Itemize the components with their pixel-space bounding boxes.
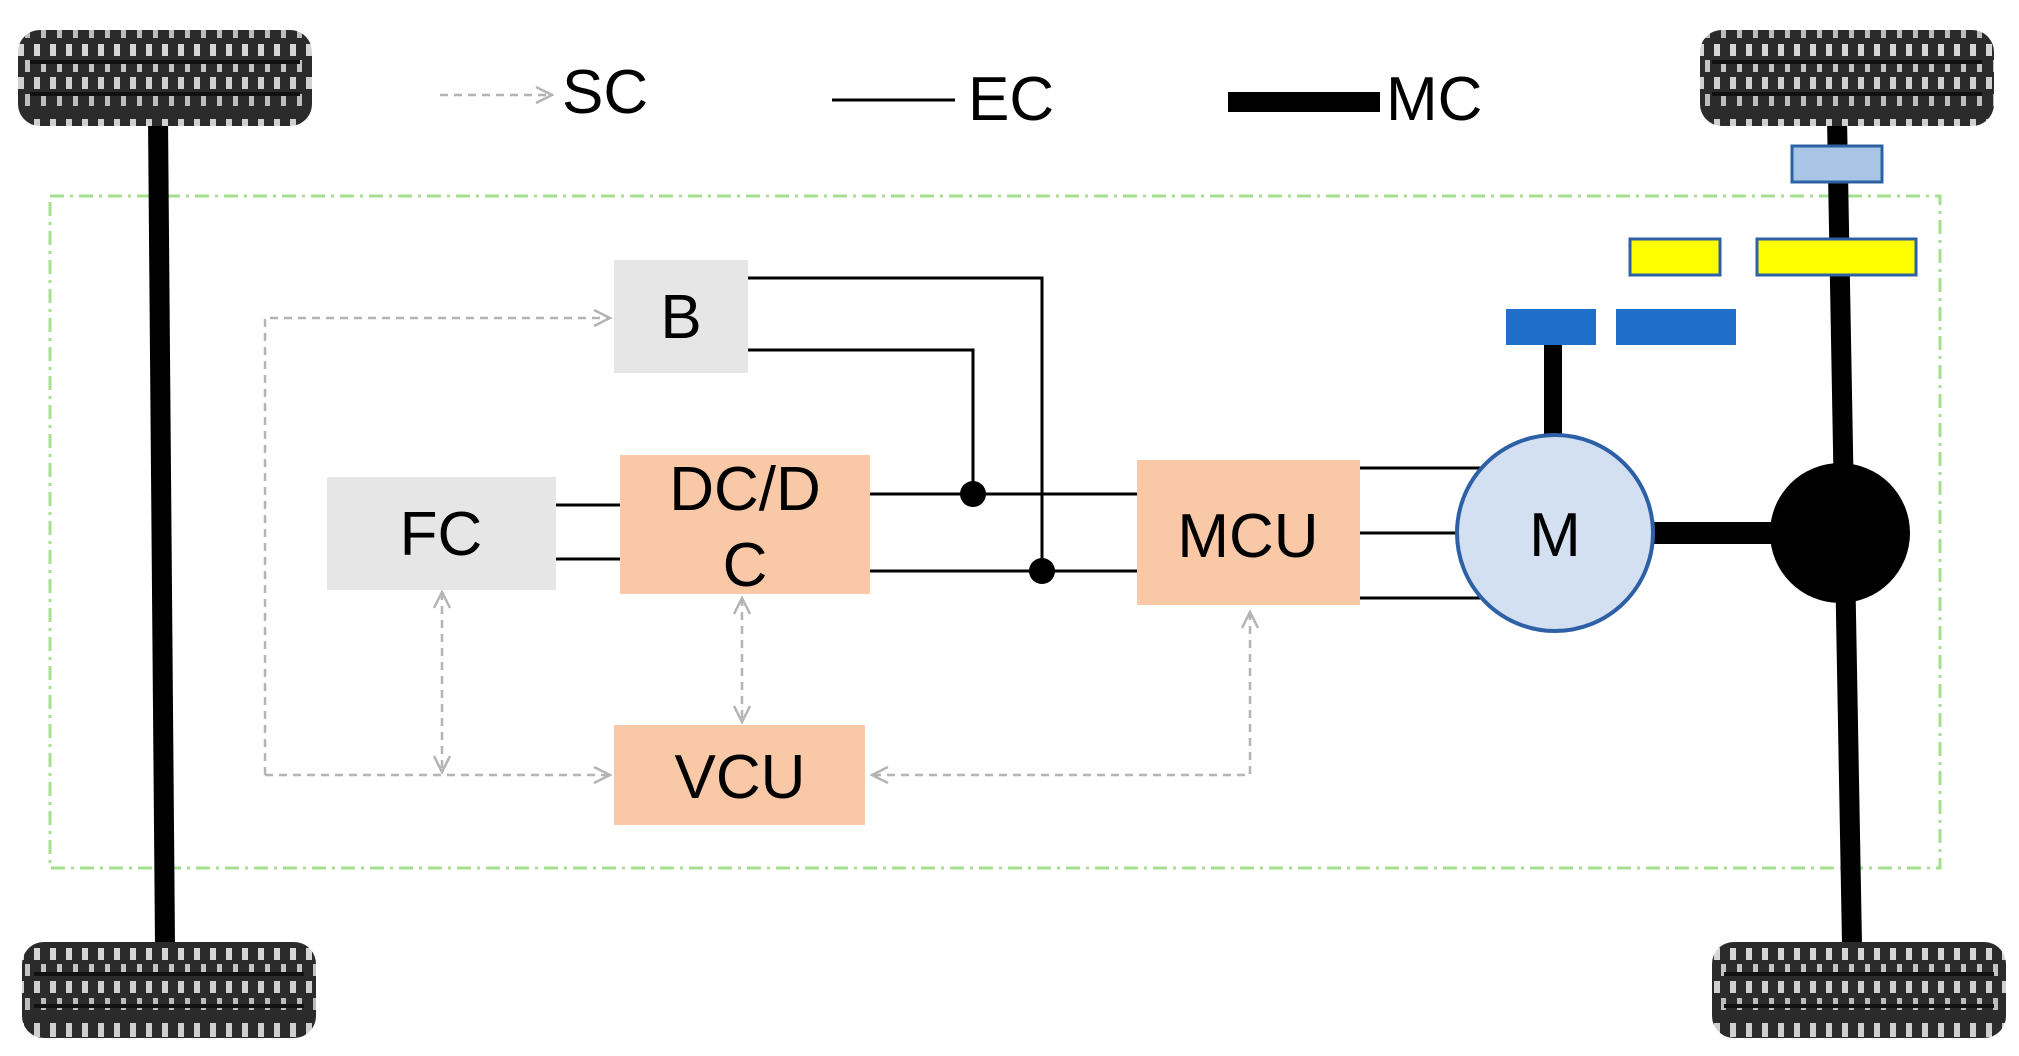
motor: M bbox=[1455, 433, 1655, 633]
motor-label: M bbox=[1529, 501, 1581, 570]
wire-battery-bottom bbox=[748, 348, 975, 494]
fuel-cell-label: FC bbox=[400, 500, 483, 569]
fuel-cell-block: FC bbox=[327, 477, 556, 590]
junction-dot-bottom bbox=[1029, 558, 1055, 584]
differential bbox=[1770, 463, 1910, 603]
vcu-label: VCU bbox=[675, 743, 806, 812]
legend-electrical-label: EC bbox=[968, 65, 1054, 134]
gear-light-blue bbox=[1790, 144, 1884, 184]
dcdc-label-line2: C bbox=[723, 531, 768, 600]
signal-connections bbox=[263, 318, 1250, 775]
battery-label: B bbox=[660, 283, 701, 352]
legend: SC EC MC bbox=[440, 58, 1482, 134]
battery-block: B bbox=[614, 260, 748, 373]
electrical-connections bbox=[556, 276, 1482, 600]
wire-battery-top bbox=[748, 276, 1044, 571]
wheel-top-left bbox=[18, 30, 312, 126]
signal-vcu-to-battery bbox=[263, 318, 610, 775]
wheel-bottom-left bbox=[22, 942, 316, 1038]
signal-mcu-vcu bbox=[872, 612, 1250, 775]
dcdc-label-line1: DC/D bbox=[669, 455, 821, 524]
legend-signal-label: SC bbox=[562, 58, 648, 127]
mcu-label: MCU bbox=[1177, 502, 1318, 571]
gear-yellow-large bbox=[1755, 237, 1918, 277]
vcu-block: VCU bbox=[614, 725, 865, 825]
gear-blue-large bbox=[1616, 309, 1736, 345]
gear-yellow-small bbox=[1628, 237, 1722, 277]
dcdc-block: DC/D C bbox=[620, 455, 870, 600]
rear-axle bbox=[148, 117, 175, 946]
vehicle-boundary bbox=[48, 194, 1942, 870]
mcu-block: MCU bbox=[1137, 460, 1360, 605]
gear-blue-small bbox=[1506, 309, 1596, 345]
legend-mechanical-label: MC bbox=[1386, 65, 1482, 134]
wheel-bottom-right bbox=[1712, 942, 2006, 1038]
junction-dot-top bbox=[960, 481, 986, 507]
wheel-top-right bbox=[1700, 30, 1994, 126]
